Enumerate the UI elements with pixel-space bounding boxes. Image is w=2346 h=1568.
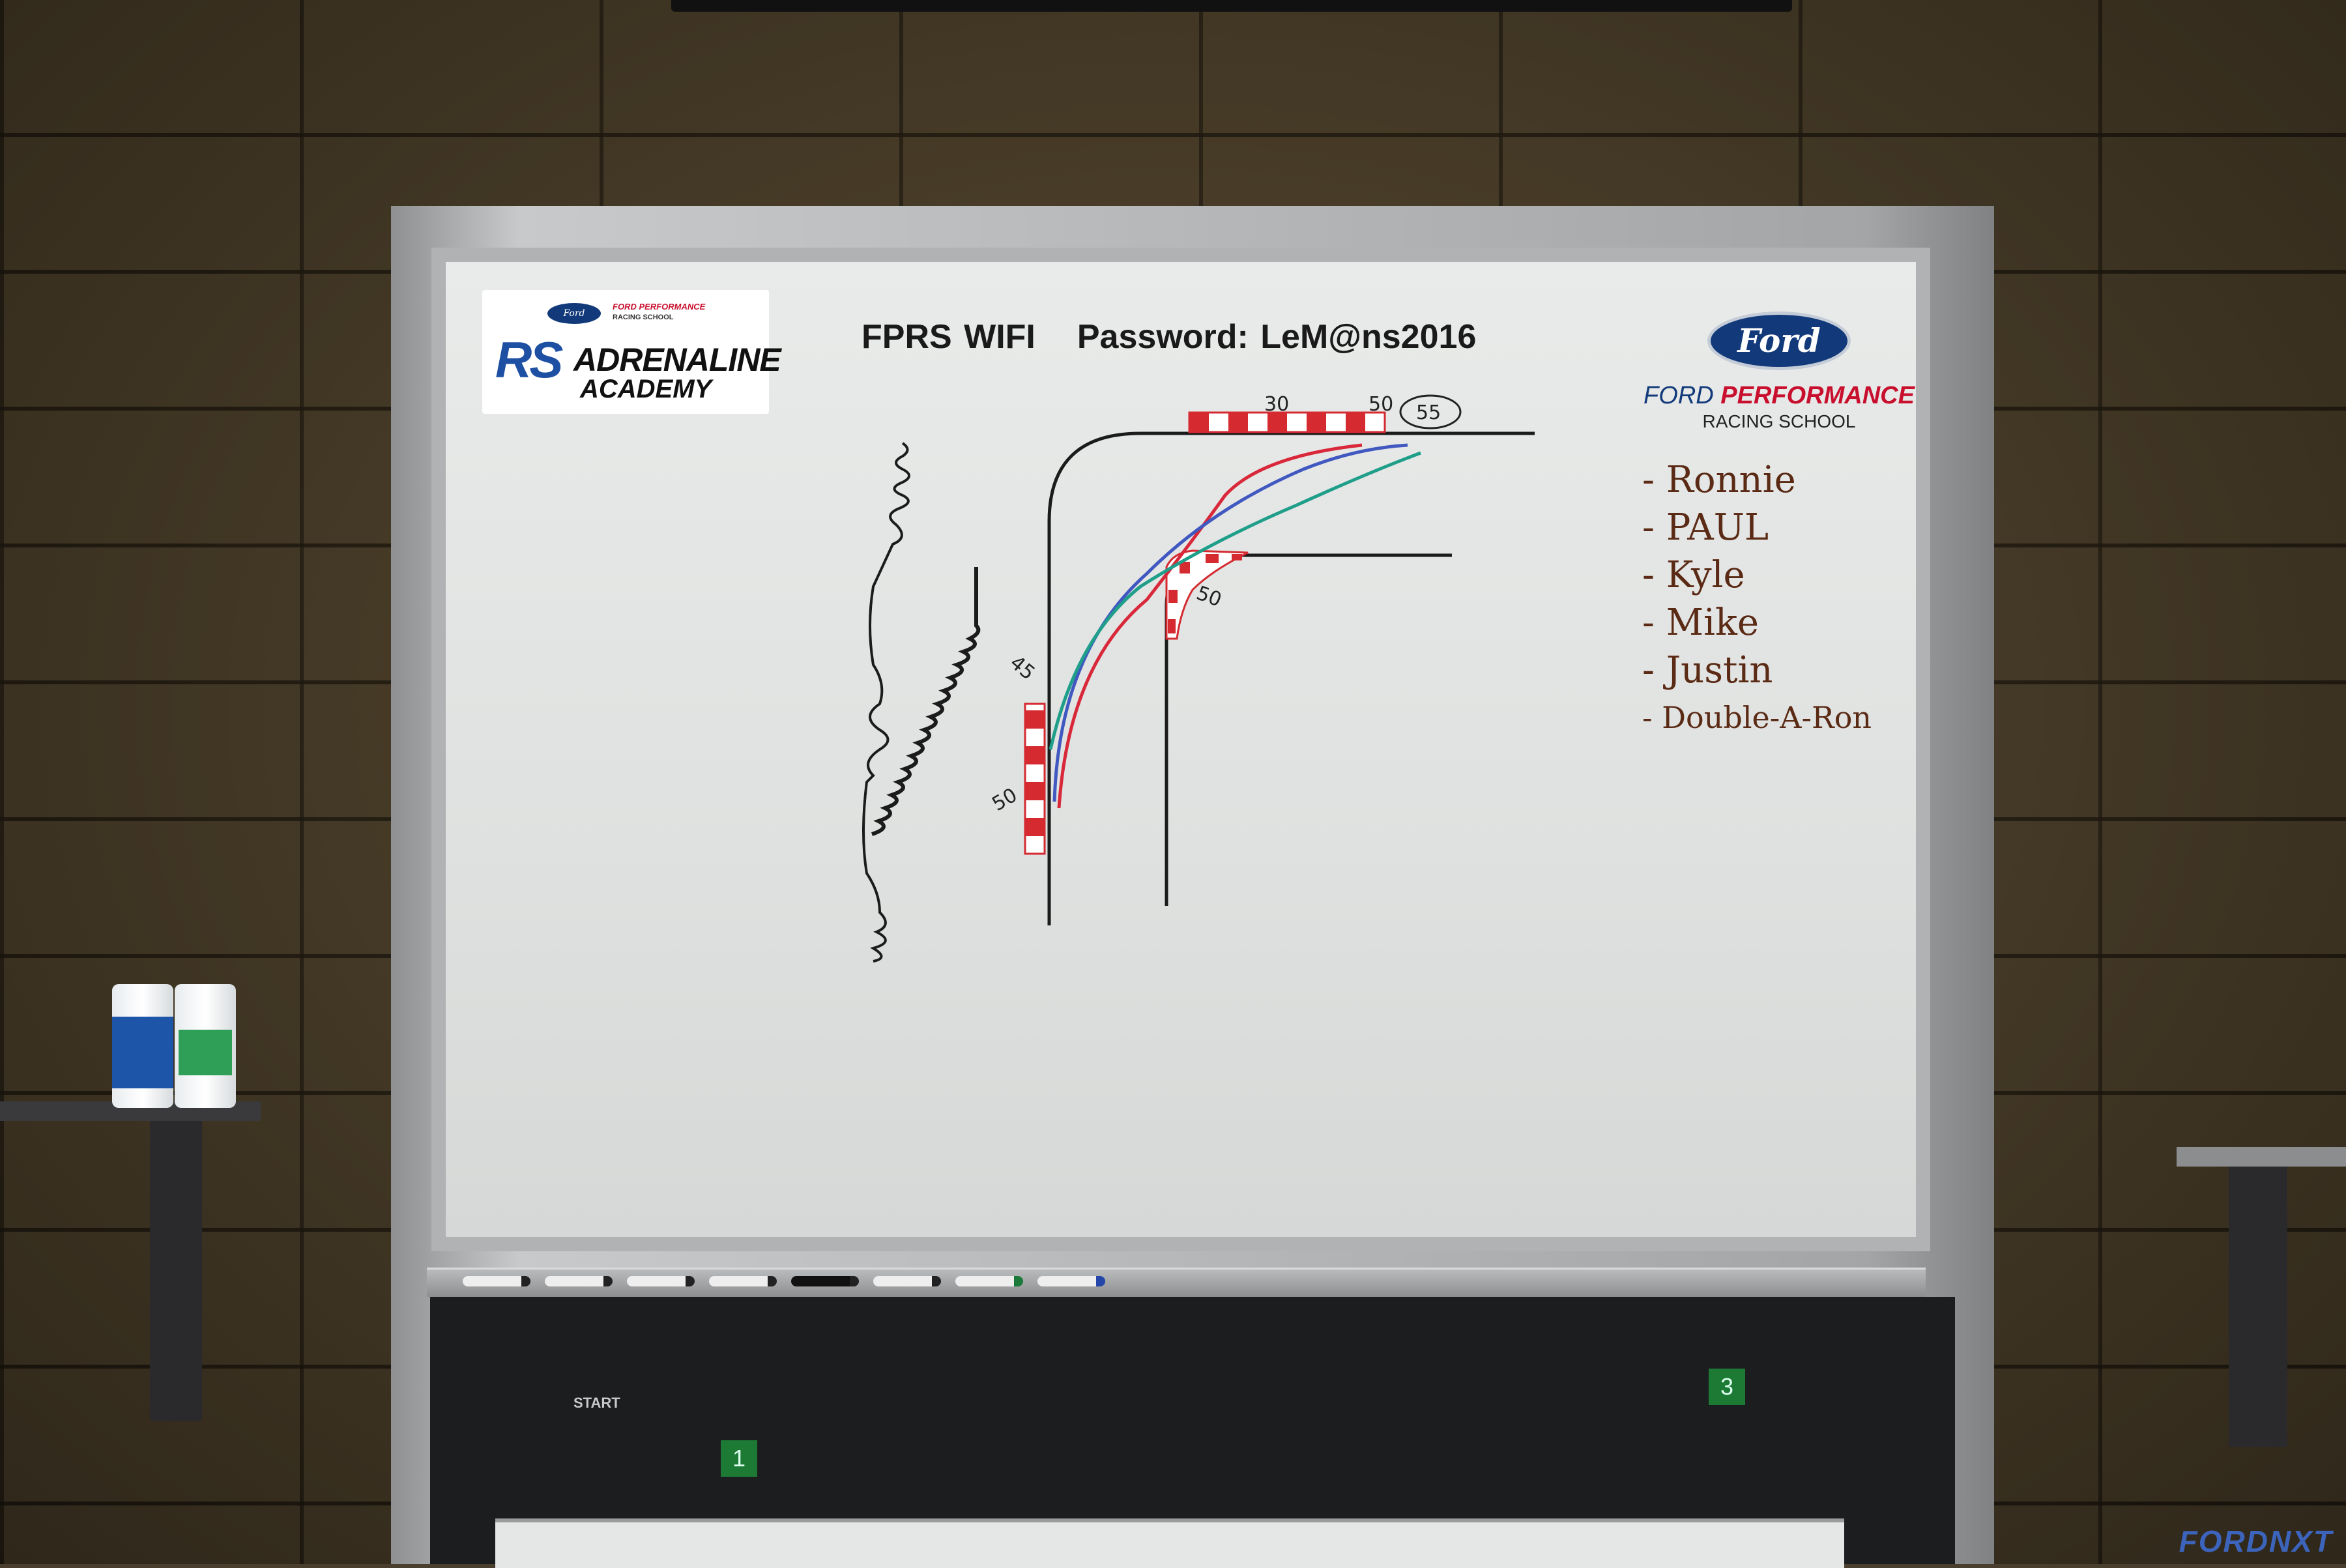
racing-line-green [1049, 451, 1421, 750]
driver-name-list: - Ronnie - PAUL - Kyle - Mike - Justin -… [1642, 456, 1872, 742]
racing-school-label: RACING SCHOOL [613, 313, 674, 321]
overhead-tv [671, 0, 1792, 12]
speed-label: 30 [1264, 393, 1289, 416]
wifi-password: Password: LeM@ns2016 [1077, 318, 1477, 356]
wipes-canister [175, 984, 236, 1108]
watermark: FORDNXT [2179, 1524, 2333, 1558]
racing-line-blue [1052, 443, 1408, 802]
start-label: START [573, 1395, 620, 1411]
whiteboard [431, 248, 1930, 1251]
wipes-canister [112, 984, 173, 1108]
driver-name: - PAUL [1642, 506, 1769, 549]
speed-label: 55 [1416, 401, 1441, 424]
dry-erase-markers [463, 1276, 1105, 1286]
marker[interactable] [955, 1276, 1023, 1286]
driver-name: - Mike [1642, 602, 1759, 644]
adrenaline-word: ADRENALINE [573, 341, 781, 378]
circled-speed [1399, 394, 1462, 429]
driver-name: - Kyle [1642, 554, 1745, 596]
curb-apex [1165, 549, 1249, 640]
stiff-spring-drawing [871, 567, 981, 836]
rs-mark: RS [495, 331, 563, 388]
speed-label: 50 [989, 784, 1022, 816]
academy-word: ACADEMY [580, 375, 712, 403]
marker[interactable] [463, 1276, 530, 1286]
right-table-leg [2229, 1167, 2287, 1447]
speed-label: 50 [1193, 582, 1224, 612]
wifi-title: FPRS WIFI [862, 318, 1035, 356]
marker[interactable] [791, 1276, 859, 1286]
lower-sign-panel [495, 1518, 1844, 1568]
turn-badge-1: 1 [721, 1440, 757, 1477]
ford-oval-small: Ford [547, 303, 601, 324]
curb-top [1188, 411, 1386, 433]
marker[interactable] [1037, 1276, 1105, 1286]
ford-performance-label: FORD PERFORMANCE [613, 302, 706, 312]
left-table-leg [150, 1121, 202, 1421]
curb-left [1024, 703, 1046, 855]
turn-badge-3: 3 [1709, 1369, 1745, 1405]
ford-oval-logo: Ford [1707, 312, 1851, 370]
wifi-info: FPRS WIFI Password: LeM@ns2016 [862, 317, 1476, 356]
marker[interactable] [709, 1276, 777, 1286]
speed-label: 45 [1006, 651, 1039, 684]
driver-name: - Ronnie [1642, 459, 1796, 501]
track-outer-edge [1047, 431, 1535, 925]
soft-spring-drawing [862, 442, 910, 963]
ford-performance-text: FORD PERFORMANCE [1644, 382, 1915, 409]
driver-name: - Double-A-Ron [1642, 700, 1872, 735]
speed-label: 50 [1368, 393, 1393, 416]
marker[interactable] [545, 1276, 613, 1286]
racing-line-red [1057, 443, 1363, 809]
driver-name: - Justin [1642, 649, 1773, 691]
racing-school-text: RACING SCHOOL [1702, 411, 1856, 431]
marker[interactable] [627, 1276, 695, 1286]
marker[interactable] [873, 1276, 941, 1286]
rs-adrenaline-academy-logo: Ford FORD PERFORMANCE RACING SCHOOL RS A… [482, 290, 781, 414]
ford-performance-logo: Ford FORD PERFORMANCE RACING SCHOOL [1629, 312, 1929, 432]
right-table [2177, 1147, 2346, 1167]
